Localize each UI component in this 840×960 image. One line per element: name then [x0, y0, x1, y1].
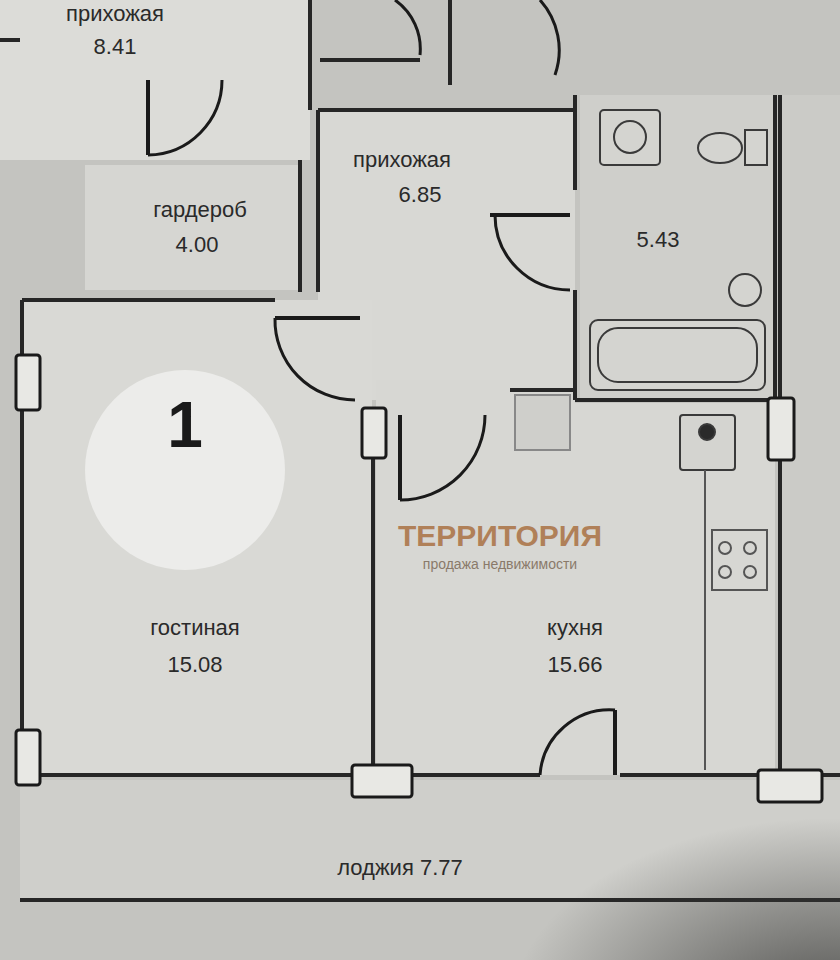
plan-shape — [20, 773, 540, 777]
plan-shape — [316, 110, 320, 292]
plan-shape — [600, 110, 660, 165]
loggia-area: лоджия 7.77 — [20, 780, 840, 900]
room-area-value: 15.66 — [547, 653, 602, 677]
plan-shape — [448, 0, 452, 85]
plan-shape — [614, 121, 646, 153]
plan-shape — [613, 710, 617, 775]
plan-shape — [744, 566, 756, 578]
plan-shape — [298, 160, 302, 292]
room-name: кухня — [547, 616, 603, 640]
plan-shape — [768, 398, 794, 460]
room-area: прихожая 8.41 — [0, 0, 310, 160]
watermark: ТЕРРИТОРИЯ — [395, 518, 605, 553]
room-name: прихожая — [353, 148, 451, 172]
plan-shape — [146, 80, 150, 155]
kitchen-fixtures — [705, 470, 767, 770]
plan-shape — [573, 290, 577, 400]
plan-shape — [573, 95, 577, 190]
plan-shape — [515, 395, 570, 450]
plan-shape — [308, 0, 312, 110]
room-area: кухня 15.66 — [376, 403, 775, 775]
watermark: продажа недвижимости — [420, 556, 580, 573]
room-area: 5.43 — [580, 95, 775, 400]
room-name: прихожая — [66, 2, 164, 26]
plan-shape — [362, 408, 386, 458]
plan-shape — [598, 328, 757, 382]
plan-shape — [318, 108, 575, 112]
plan-shape — [85, 165, 300, 290]
callout-disc — [85, 370, 285, 570]
plan-shape — [773, 95, 777, 400]
plan-shape — [699, 424, 715, 440]
plan-shape — [510, 388, 575, 392]
plan-shape — [495, 215, 570, 290]
callout-number: 1 — [164, 389, 206, 461]
room-area-value: 15.08 — [167, 653, 222, 677]
room-area: гостиная 15.08 — [22, 300, 372, 775]
plan-shape — [398, 415, 402, 500]
bathroom-fixtures — [515, 110, 767, 470]
plan-shape — [16, 355, 40, 410]
plan-shape — [395, 0, 420, 55]
plan-shape — [16, 730, 40, 785]
room-area-value: 5.43 — [637, 228, 680, 252]
room-area: прихожая 6.85 — [318, 110, 575, 400]
windows — [16, 355, 822, 802]
photo-shadow — [510, 790, 840, 960]
plan-shape — [22, 298, 275, 302]
plan-shape — [698, 133, 742, 163]
plan-shape — [0, 0, 310, 160]
plan-shape — [275, 318, 355, 400]
plan-shape — [540, 710, 615, 775]
plan-shape — [0, 38, 20, 42]
plan-shape — [371, 455, 375, 770]
room-area-value: 8.41 — [94, 35, 137, 59]
room-name: гардероб — [153, 198, 247, 222]
plan-shape — [704, 470, 706, 770]
plan-shape — [745, 130, 767, 165]
plan-shape — [22, 300, 372, 775]
plan-shape — [400, 415, 485, 500]
plan-shape — [719, 542, 731, 554]
plan-shape — [712, 530, 767, 590]
plan-shape — [719, 566, 731, 578]
plan-shape — [590, 320, 765, 390]
plan-shape — [680, 415, 735, 470]
room-area-value: 6.85 — [399, 183, 442, 207]
room-area-value: лоджия 7.77 — [337, 856, 463, 880]
plan-shape — [580, 95, 775, 400]
plan-shape — [148, 80, 222, 155]
plan-shape — [540, 0, 559, 75]
room-name: гостиная — [150, 616, 239, 640]
plan-shape — [575, 398, 775, 402]
plan-shape — [352, 765, 412, 797]
plan-shape — [490, 213, 570, 217]
plan-shape — [320, 58, 420, 62]
room-floors — [0, 0, 840, 900]
walls — [0, 0, 840, 900]
room-area: гардероб 4.00 — [85, 165, 300, 290]
plan-shape — [744, 542, 756, 554]
plan-shape — [275, 316, 360, 320]
plan-shape — [729, 274, 761, 306]
room-area-value: 4.00 — [176, 233, 219, 257]
plan-shape — [376, 403, 775, 775]
